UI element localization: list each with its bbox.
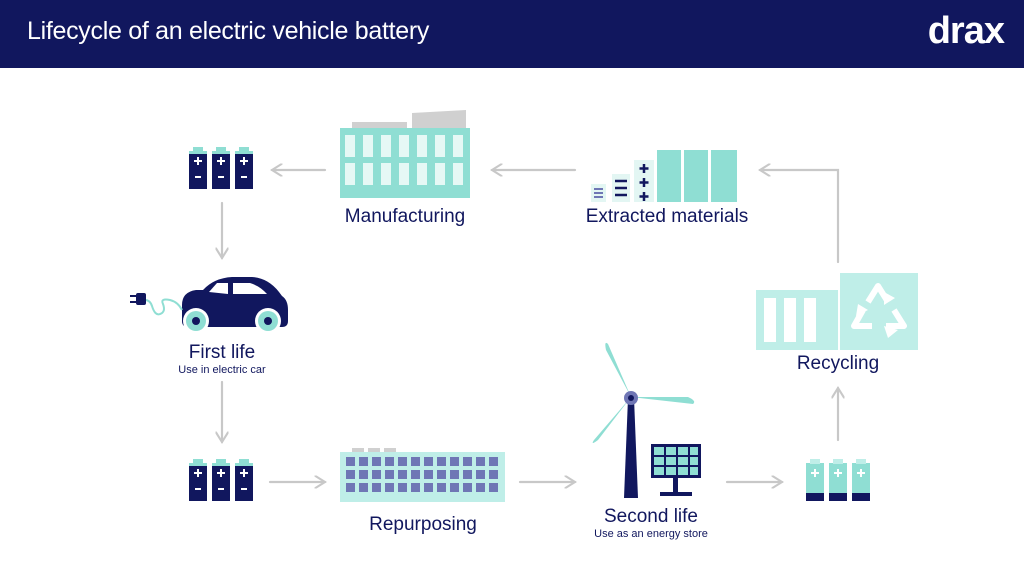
materials-icon — [591, 150, 737, 202]
recycling-bin-icon — [756, 273, 918, 350]
solar-panel-icon — [651, 444, 701, 496]
battery-icon — [188, 458, 254, 502]
manufacturing-label: Manufacturing — [344, 206, 466, 227]
plug-icon — [130, 293, 183, 316]
flow-arrows — [222, 170, 838, 482]
first-life-label: First life — [188, 342, 256, 363]
first-life-sublabel: Use in electric car — [178, 364, 266, 376]
wind-turbine-icon — [592, 342, 695, 498]
second-life-sublabel: Use as an energy store — [594, 528, 708, 540]
extracted-materials-label: Extracted materials — [585, 206, 749, 227]
second-life-label: Second life — [603, 506, 699, 527]
battery-icon — [806, 459, 870, 501]
battery-icon — [188, 146, 254, 190]
repurposing-label: Repurposing — [369, 514, 477, 535]
factory-icon — [340, 110, 470, 198]
page-title: Lifecycle of an electric vehicle battery — [27, 17, 430, 45]
battery-pack-icon — [340, 448, 505, 502]
arrow-recycling-to-extracted — [760, 170, 840, 264]
recycle-arrowheads — [856, 292, 898, 338]
recycling-label: Recycling — [796, 353, 880, 374]
car-icon — [182, 277, 288, 334]
header-bar: Lifecycle of an electric vehicle battery… — [0, 0, 1024, 68]
drax-logo: drax — [927, 10, 1005, 52]
